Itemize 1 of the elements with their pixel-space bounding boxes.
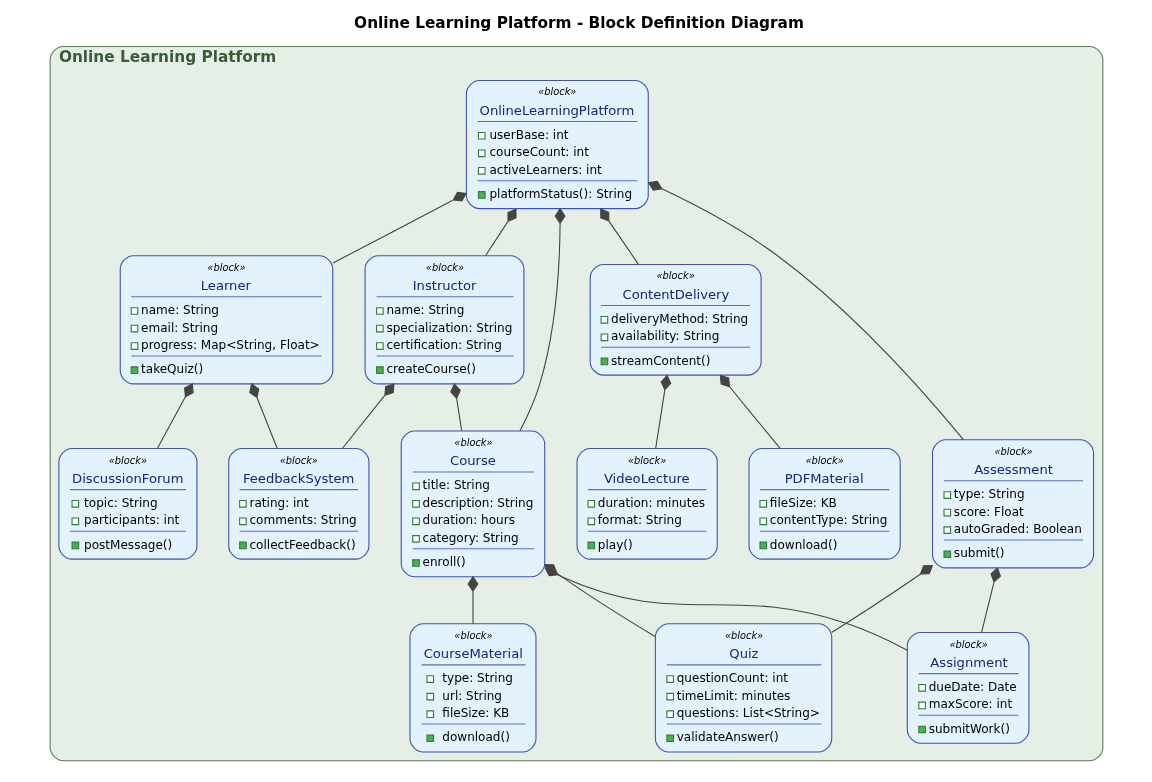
- diagram-title: Online Learning Platform - Block Definition Diagram: [353, 14, 804, 33]
